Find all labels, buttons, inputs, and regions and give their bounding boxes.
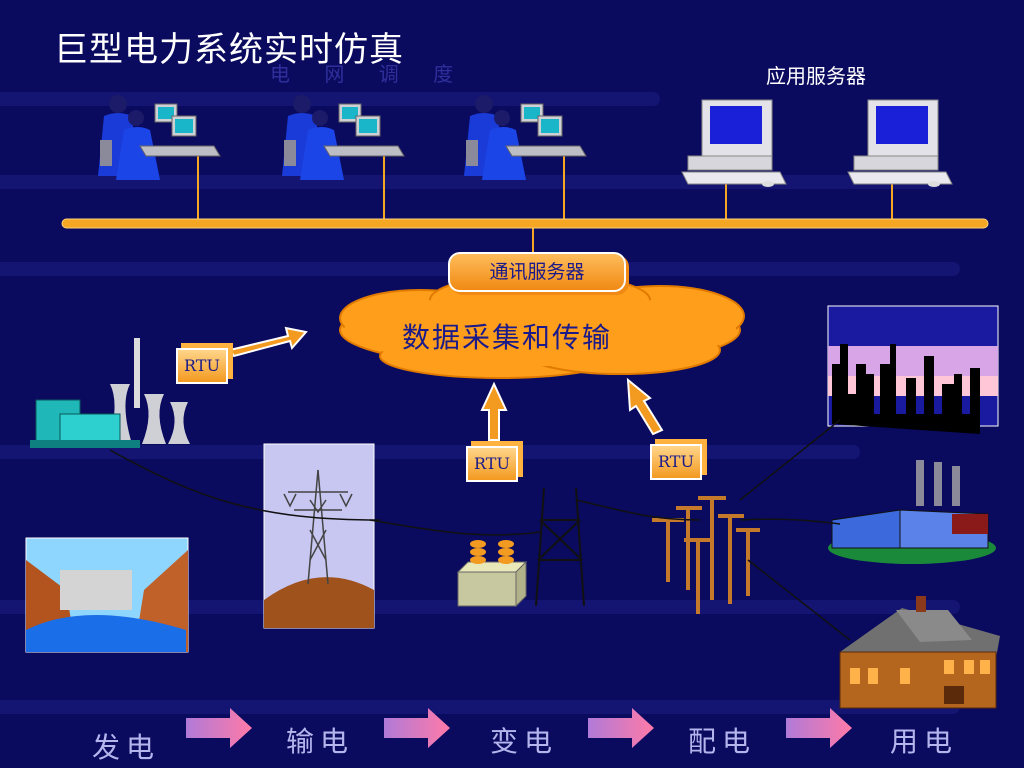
city-skyline-icon xyxy=(827,305,999,434)
bus-drop-lines xyxy=(197,150,893,252)
rtu-box-distribution: RTU xyxy=(650,444,702,480)
operator-workstation-2 xyxy=(282,95,405,180)
network-bus xyxy=(61,218,989,229)
app-server-computer-1 xyxy=(681,99,787,187)
factory-icon xyxy=(828,460,996,564)
transmission-tower-icon xyxy=(263,443,375,629)
stage-consumption: 用电 xyxy=(890,725,959,758)
operator-workstation-3 xyxy=(464,95,587,180)
flow-arrow xyxy=(786,708,852,748)
dam-icon xyxy=(25,537,189,653)
stage-flow-arrows xyxy=(186,708,852,748)
substation-icon xyxy=(456,487,585,608)
stage-transformation: 变电 xyxy=(490,725,559,758)
background-streak xyxy=(0,445,860,459)
cloud-label: 数据采集和传输 xyxy=(402,321,613,354)
comm-server-box: 通讯服务器 xyxy=(448,252,626,292)
rtu-arrow-right xyxy=(626,377,664,436)
house-icon xyxy=(839,596,1000,709)
operator-workstation-1 xyxy=(98,95,221,180)
stage-transmission: 输电 xyxy=(286,725,355,758)
flow-arrow xyxy=(588,708,654,748)
power-lines xyxy=(109,419,851,641)
flow-arrow xyxy=(384,708,450,748)
stage-distribution: 配电 xyxy=(688,725,757,758)
flow-arrow xyxy=(186,708,252,748)
rtu-box-plant: RTU xyxy=(176,348,228,384)
rtu-arrows xyxy=(228,326,664,441)
background-streak xyxy=(0,92,660,106)
background-streak xyxy=(0,700,960,714)
cloud-fill xyxy=(344,294,736,366)
grid-dispatch-label: 电 网 调 度 xyxy=(270,62,468,86)
rtu-arrow-left xyxy=(228,326,308,358)
background-streak xyxy=(0,600,960,614)
distribution-poles-icon xyxy=(652,496,760,614)
rtu-box-substation: RTU xyxy=(466,446,518,482)
app-server-label: 应用服务器 xyxy=(766,64,866,88)
power-plant-icon xyxy=(30,338,190,448)
rtu-arrow-middle xyxy=(480,381,508,441)
stage-generation: 发电 xyxy=(92,731,161,764)
app-server-computer-2 xyxy=(847,99,953,187)
page-title: 巨型电力系统实时仿真 xyxy=(54,30,404,70)
